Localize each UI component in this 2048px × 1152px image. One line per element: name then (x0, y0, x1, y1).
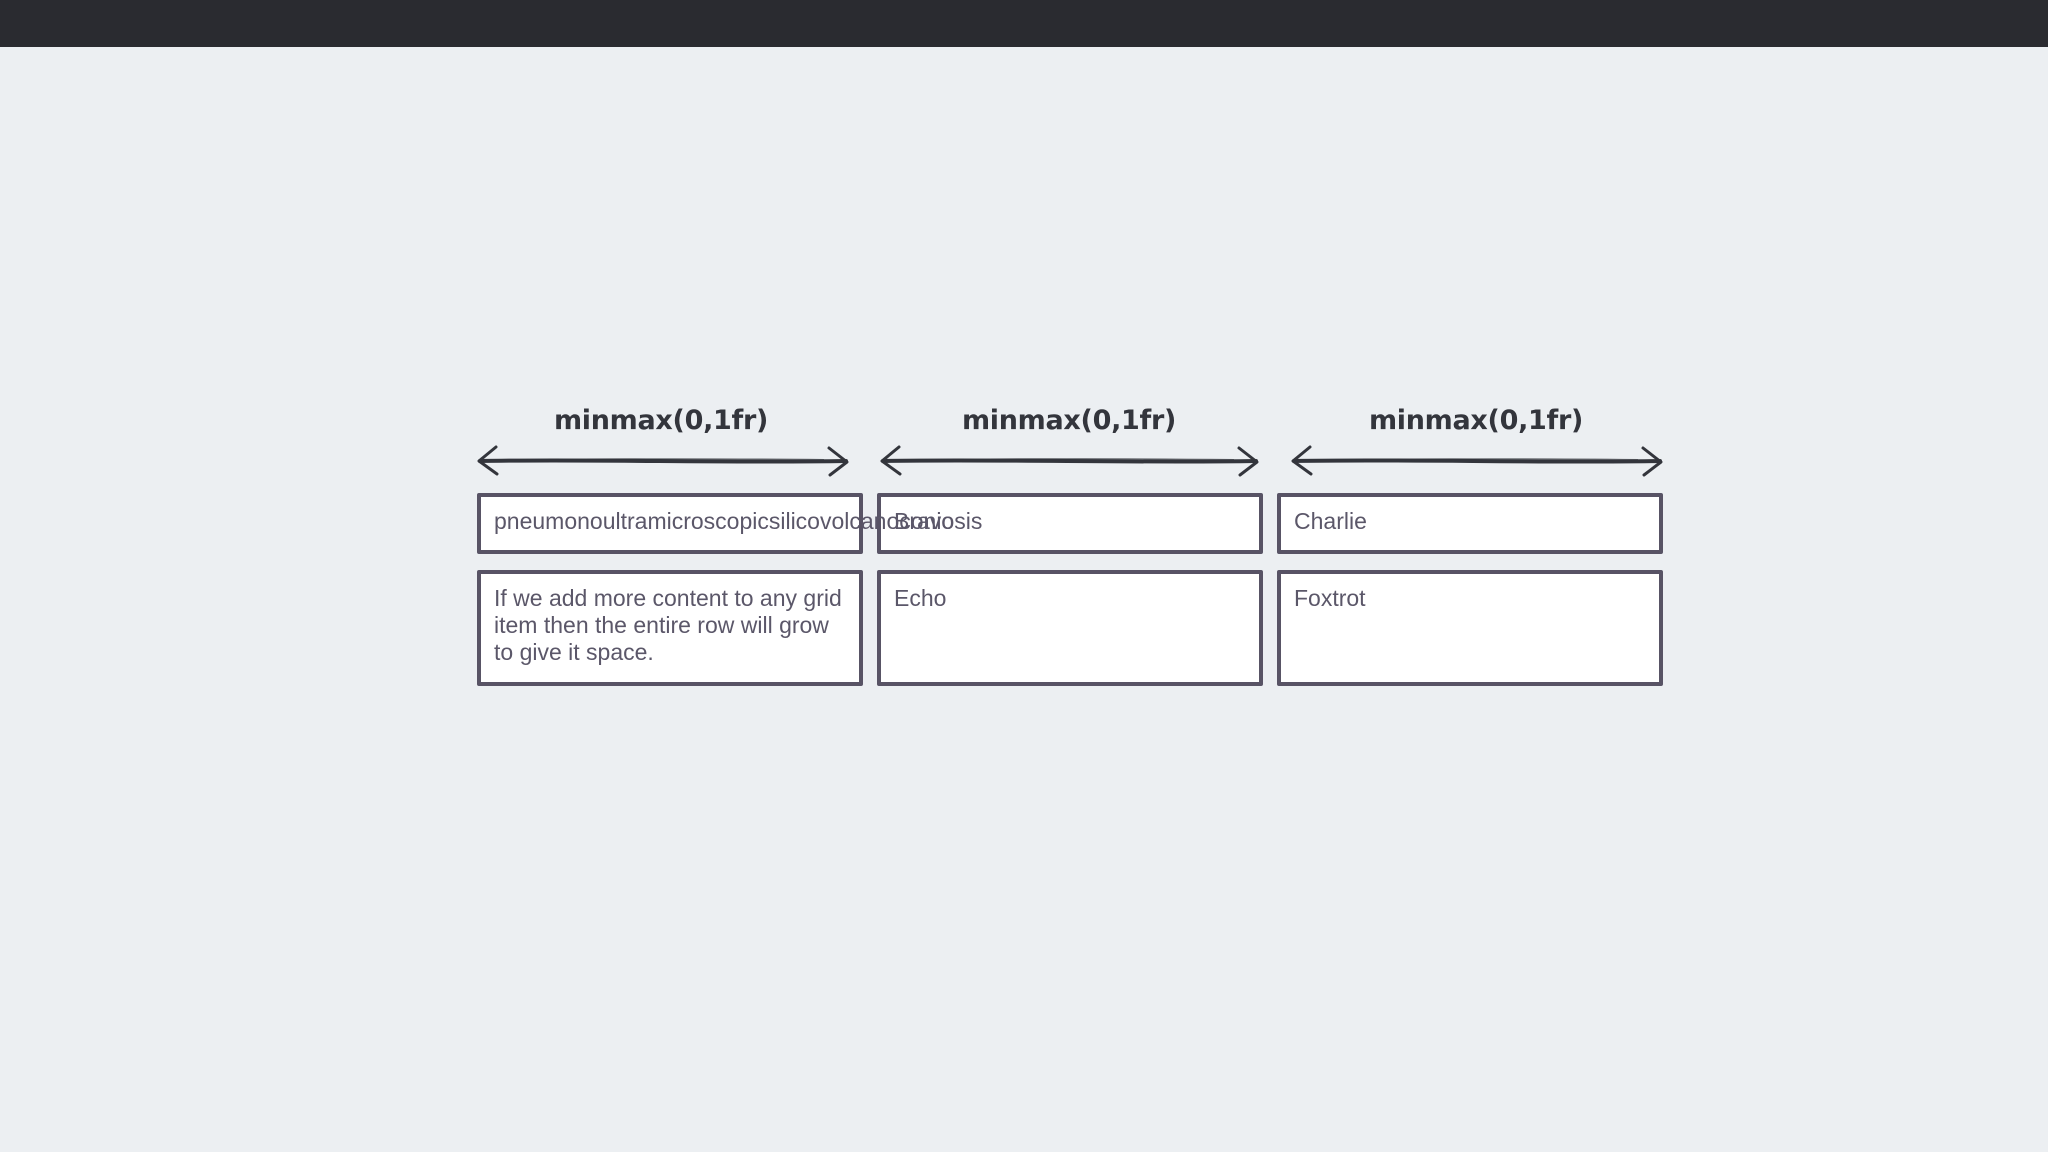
top-bar (0, 0, 2048, 47)
column-3-label: minmax(0,1fr) (1368, 405, 1584, 436)
grid-item-b-text: Bravo (894, 508, 955, 534)
grid-item-b (877, 493, 1263, 554)
grid-item-c: Charlie (1277, 493, 1663, 554)
grid-item-a (477, 493, 863, 554)
column-2-arrow-icon (877, 442, 1262, 480)
column-1-arrow-icon (474, 442, 852, 480)
grid-item-c-text: Charlie (1294, 508, 1367, 534)
grid-item-e: Echo (877, 570, 1263, 686)
grid-item-d-text: If we add more content to any grid item … (494, 585, 842, 665)
grid-item-d: If we add more content to any grid item … (477, 570, 863, 686)
grid-item-a-text: pneumonoultramicroscopicsilicovolcanocon… (494, 508, 983, 534)
grid-item-e-text: Echo (894, 585, 947, 611)
grid-item-b-content: Bravo (877, 493, 1263, 554)
grid-item-f-text: Foxtrot (1294, 585, 1366, 611)
column-3-arrow-icon (1288, 442, 1666, 480)
column-2-label: minmax(0,1fr) (961, 405, 1177, 436)
grid-item-f: Foxtrot (1277, 570, 1663, 686)
column-1-label: minmax(0,1fr) (553, 405, 769, 436)
grid-item-a-content: pneumonoultramicroscopicsilicovolcanocon… (477, 493, 983, 554)
